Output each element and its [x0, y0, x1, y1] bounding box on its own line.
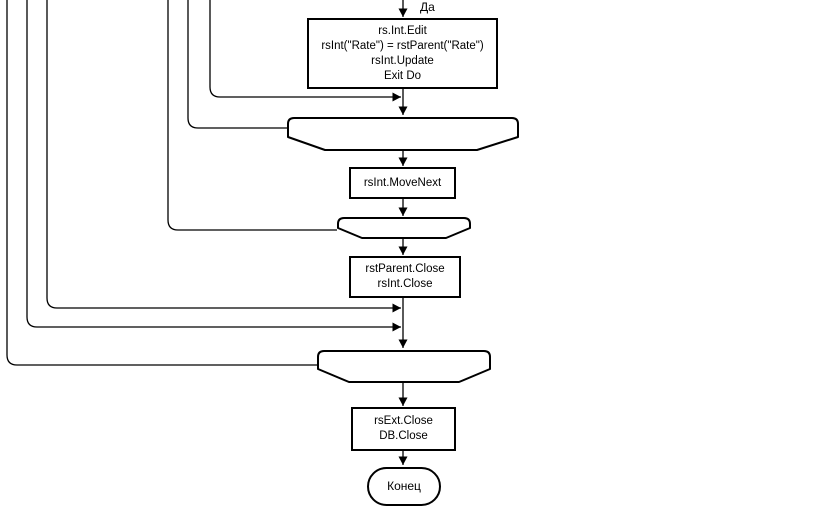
loop-end-shape-1	[287, 117, 519, 151]
return-wire-arrow-top	[209, 0, 401, 102]
process-close-db-line-2: DB.Close	[379, 430, 428, 442]
loop-end-shape-2	[337, 217, 471, 239]
process-edit-update-line-2: rsInt("Rate") = rstParent("Rate")	[321, 39, 484, 52]
return-wires	[6, 0, 401, 366]
process-close-recordsets-node: rstParent.Close rsInt.Close	[349, 256, 461, 298]
return-wire-to-loop-end-2	[167, 0, 337, 231]
return-wire-arrow-upper	[46, 0, 401, 313]
return-wire-to-loop-end-1	[187, 0, 287, 129]
return-wire-to-loop-end-3	[6, 0, 317, 366]
yes-branch-label: Да	[420, 0, 435, 14]
return-wire-arrow-lower	[26, 0, 401, 332]
process-move-next-node: rsInt.MoveNext	[349, 167, 456, 199]
loop-end-shape-3	[317, 350, 491, 383]
process-close-db-node: rsExt.Close DB.Close	[351, 407, 456, 451]
process-edit-update-node: rs.Int.Edit rsInt("Rate") = rstParent("R…	[307, 18, 498, 89]
process-edit-update-line-4: Exit Do	[383, 69, 422, 82]
process-close-recordsets-line-2: rsInt.Close	[377, 278, 433, 290]
process-edit-update-line-1: rs.Int.Edit	[378, 24, 427, 37]
process-close-db-line-1: rsExt.Close	[374, 415, 433, 427]
terminal-end-label: Конец	[387, 479, 421, 493]
process-edit-update-line-3: rsInt.Update	[371, 54, 434, 67]
terminal-end-node: Конец	[367, 467, 441, 506]
process-close-recordsets-line-1: rstParent.Close	[365, 263, 445, 275]
loop-end-shapes	[287, 117, 519, 383]
process-move-next-line-1: rsInt.MoveNext	[363, 176, 442, 189]
